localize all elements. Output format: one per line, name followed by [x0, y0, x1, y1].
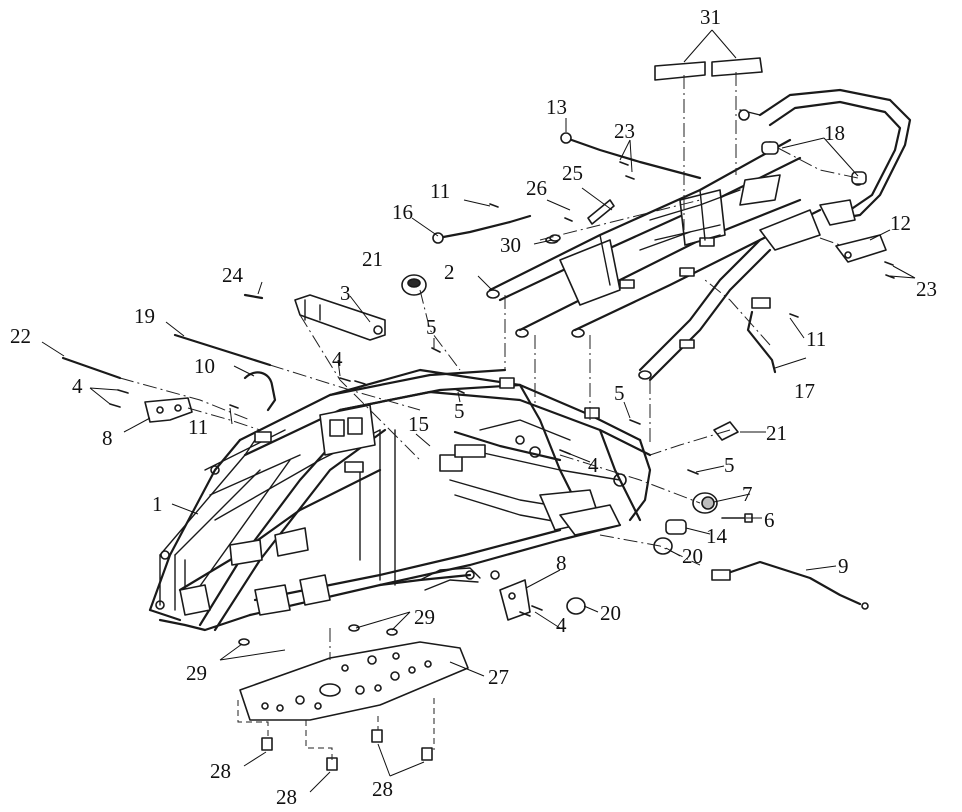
- label-4-lower: 4: [556, 613, 567, 637]
- main-frame: [148, 368, 652, 632]
- label-4-center: 4: [332, 347, 343, 371]
- label-13: 13: [546, 95, 567, 119]
- leader-lines: [41, 29, 916, 793]
- label-5-center: 5: [454, 399, 465, 423]
- label-27: 27: [488, 665, 509, 689]
- label-8-right: 8: [556, 551, 567, 575]
- label-11-top: 11: [430, 179, 450, 203]
- label-19: 19: [134, 304, 155, 328]
- label-20-lower: 20: [600, 601, 621, 625]
- label-20-upper: 20: [682, 544, 703, 568]
- label-1: 1: [152, 492, 163, 516]
- label-5-right: 5: [724, 453, 735, 477]
- label-17: 17: [794, 379, 815, 403]
- label-11-right: 11: [806, 327, 826, 351]
- label-21-right: 21: [766, 421, 787, 445]
- label-2: 2: [444, 260, 455, 284]
- label-5-upper-right: 5: [614, 381, 625, 405]
- label-24: 24: [222, 263, 244, 287]
- label-6: 6: [764, 508, 775, 532]
- label-18: 18: [824, 121, 845, 145]
- label-11-left: 11: [188, 415, 208, 439]
- label-9: 9: [838, 554, 849, 578]
- label-4-mid: 4: [588, 453, 599, 477]
- label-12: 12: [890, 211, 911, 235]
- label-16: 16: [392, 200, 413, 224]
- label-5-top: 5: [426, 315, 437, 339]
- label-7: 7: [742, 482, 753, 506]
- label-30: 30: [500, 233, 521, 257]
- label-8-left: 8: [102, 426, 113, 450]
- part-number-labels: 31 13 23 18 25 26 11 16 12 30 21 2 24 23…: [10, 5, 937, 809]
- small-parts: [61, 57, 895, 771]
- assembly-centerlines: [119, 72, 859, 760]
- label-28-bottom: 28: [276, 785, 297, 809]
- label-29-left: 29: [186, 661, 207, 685]
- label-15: 15: [408, 412, 429, 436]
- label-28-left: 28: [210, 759, 231, 783]
- label-28-right: 28: [372, 777, 393, 801]
- label-3: 3: [340, 281, 351, 305]
- label-23-top: 23: [614, 119, 635, 143]
- label-31: 31: [700, 5, 721, 29]
- rear-subframe: [486, 88, 912, 382]
- label-23-right: 23: [916, 277, 937, 301]
- label-26: 26: [526, 176, 547, 200]
- label-29-right: 29: [414, 605, 435, 629]
- label-4-left: 4: [72, 374, 83, 398]
- label-21-top: 21: [362, 247, 383, 271]
- label-22: 22: [10, 324, 31, 348]
- label-14: 14: [706, 524, 728, 548]
- label-25: 25: [562, 161, 583, 185]
- label-10: 10: [194, 354, 215, 378]
